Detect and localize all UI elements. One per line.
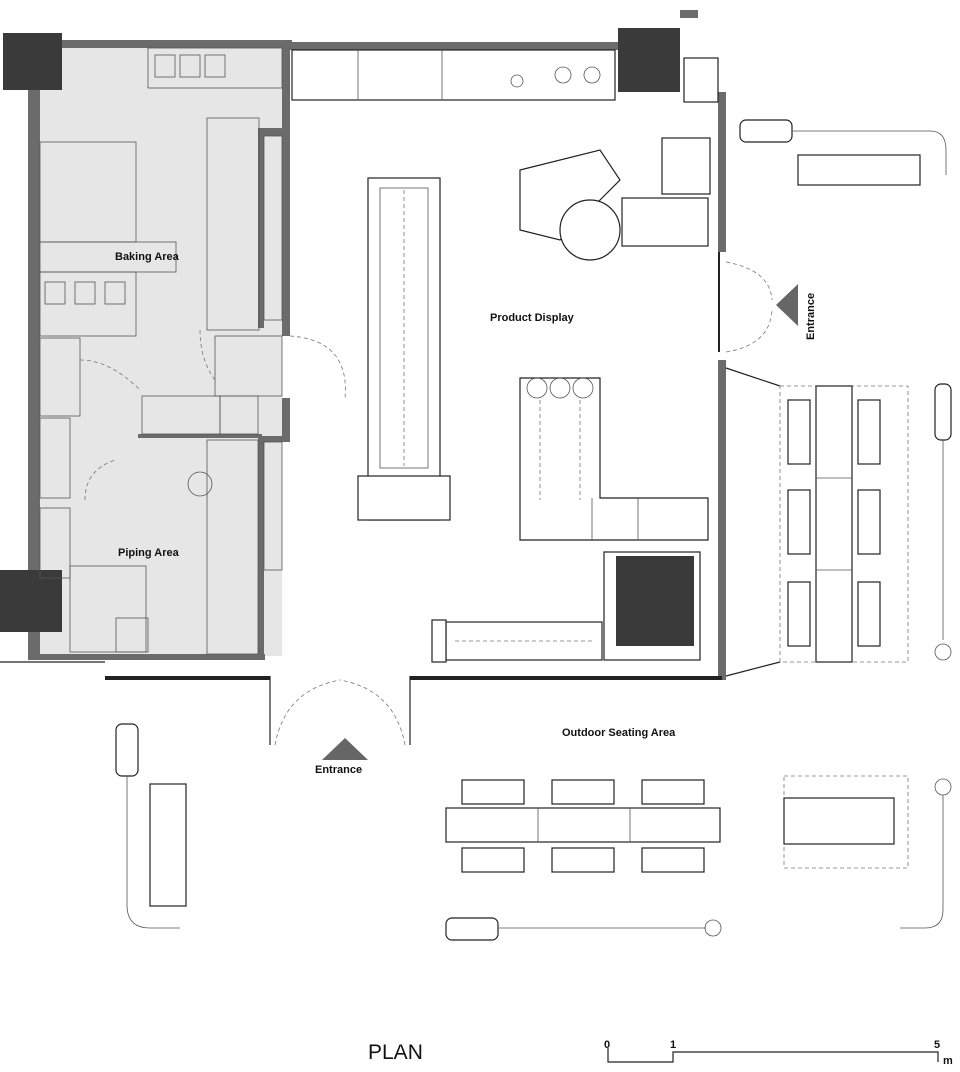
- room-label-piping: Piping Area: [118, 547, 180, 559]
- l-display-counter: [519, 377, 709, 541]
- walls: [0, 10, 781, 680]
- display-fixtures: [269, 49, 773, 746]
- display-counter: [367, 177, 441, 521]
- entrance-arrow-icon: [322, 738, 368, 760]
- scale-bar: 0 1 5 m: [604, 1039, 953, 1067]
- column: [3, 33, 62, 90]
- room-label-outdoor-seating: Outdoor Seating Area: [562, 727, 676, 739]
- scale-tick-1: 1: [670, 1039, 676, 1051]
- scale-tick-0: 0: [604, 1039, 610, 1051]
- column: [0, 570, 62, 632]
- room-label-product-display: Product Display: [490, 312, 575, 324]
- kitchen-floor: [40, 48, 282, 656]
- column: [618, 28, 680, 92]
- entrance-label-front: Entrance: [315, 764, 362, 776]
- room-label-baking: Baking Area: [115, 251, 180, 263]
- scale-unit: m: [943, 1055, 953, 1067]
- scale-tick-5: 5: [934, 1039, 940, 1051]
- entrance-arrow-icon: [776, 284, 798, 326]
- entrance-label-side: Entrance: [805, 293, 817, 340]
- plan-title: PLAN: [368, 1041, 423, 1064]
- outdoor-furniture: [115, 119, 952, 941]
- kitchen-fixtures: [39, 47, 346, 655]
